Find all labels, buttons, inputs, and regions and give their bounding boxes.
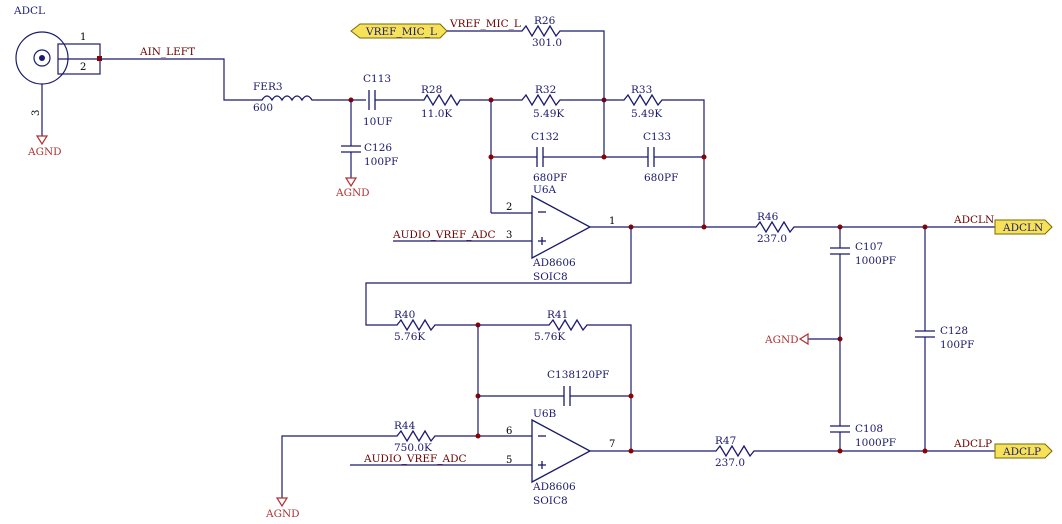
resistor-r32: R32 5.49K	[516, 84, 575, 120]
svg-text:7: 7	[609, 439, 615, 450]
svg-text:100PF: 100PF	[364, 156, 398, 168]
svg-text:R32: R32	[535, 84, 556, 96]
svg-text:C132: C132	[531, 131, 559, 143]
svg-text:6: 6	[506, 426, 512, 437]
ferrite-fer3: FER3 600	[252, 81, 318, 114]
svg-text:C128: C128	[940, 325, 968, 337]
svg-text:237.0: 237.0	[757, 233, 787, 245]
svg-text:R41: R41	[547, 309, 568, 321]
svg-text:R46: R46	[757, 211, 779, 223]
svg-text:AGND: AGND	[764, 334, 799, 346]
svg-text:U6A: U6A	[533, 184, 557, 196]
svg-text:U6B: U6B	[533, 408, 557, 420]
resistor-r40: R40 5.76K	[393, 309, 440, 343]
svg-text:R44: R44	[394, 420, 416, 432]
svg-text:1000PF: 1000PF	[855, 255, 896, 267]
svg-text:3: 3	[506, 230, 512, 241]
capacitor-c133: C133 680PF	[643, 131, 678, 184]
svg-text:C113: C113	[363, 73, 391, 85]
port-adclp: ADCLP	[994, 443, 1053, 459]
resistor-r26: R26 301.0	[518, 15, 565, 49]
capacitor-c113: C113 10UF	[363, 73, 393, 128]
svg-text:120PF: 120PF	[575, 369, 609, 381]
svg-text:1000PF: 1000PF	[855, 437, 896, 449]
connector-ref: ADCL	[13, 5, 45, 17]
svg-text:680PF: 680PF	[644, 172, 678, 184]
svg-text:100PF: 100PF	[940, 339, 974, 351]
capacitor-c128: C128 100PF	[915, 227, 974, 451]
svg-text:C107: C107	[855, 241, 883, 253]
svg-text:AGND: AGND	[265, 508, 300, 520]
svg-text:5.49K: 5.49K	[631, 108, 662, 120]
svg-text:1: 1	[80, 32, 86, 43]
svg-text:3: 3	[31, 110, 42, 116]
port-adcln: ADCLN	[994, 219, 1053, 235]
svg-text:2: 2	[506, 202, 512, 213]
svg-text:ADCLN: ADCLN	[1002, 222, 1043, 234]
resistor-r46: R46 237.0	[752, 211, 800, 245]
opamp-u6a: U6A AD8606 SOIC8 2 3 1	[506, 184, 615, 283]
svg-text:1: 1	[609, 216, 615, 227]
svg-text:AD8606: AD8606	[532, 481, 576, 493]
net-audio-vref-adc-a: AUDIO_VREF_ADC	[392, 229, 496, 241]
svg-text:5.76K: 5.76K	[394, 331, 425, 343]
svg-text:5: 5	[506, 455, 512, 466]
capacitor-c107: C107 1000PF	[830, 227, 896, 426]
svg-text:ADCLP: ADCLP	[1002, 446, 1041, 458]
resistor-r41: R41 5.76K	[534, 309, 592, 343]
svg-text:R26: R26	[534, 15, 556, 27]
svg-text:750.0K: 750.0K	[394, 442, 432, 454]
svg-text:AGND: AGND	[335, 187, 370, 199]
svg-text:C138: C138	[547, 369, 575, 381]
capacitor-c108: C108 1000PF	[830, 423, 896, 451]
svg-text:600: 600	[253, 102, 273, 114]
svg-text:FER3: FER3	[253, 81, 283, 93]
svg-text:680PF: 680PF	[533, 172, 567, 184]
svg-text:2: 2	[80, 62, 86, 73]
svg-text:11.0K: 11.0K	[421, 108, 452, 120]
resistor-r44: R44 750.0K	[393, 420, 440, 454]
capacitor-c132: C132 680PF	[531, 131, 567, 184]
net-audio-vref-adc-b: AUDIO_VREF_ADC	[363, 453, 467, 465]
capacitor-c126: AGND C126 100PF	[335, 100, 398, 199]
svg-text:10UF: 10UF	[363, 116, 393, 128]
net-adcln: ADCLN	[953, 214, 994, 226]
svg-text:5.49K: 5.49K	[533, 108, 564, 120]
svg-text:R40: R40	[394, 309, 415, 321]
agnd-label: AGND	[27, 146, 62, 158]
resistor-r47: R47 237.0	[712, 435, 760, 469]
svg-text:AD8606: AD8606	[532, 257, 576, 269]
svg-text:C108: C108	[855, 423, 883, 435]
net-ain-left: AIN_LEFT	[139, 46, 195, 58]
port-vref-mic-l: VREF_MIC_L VREF_MIC_L	[350, 18, 521, 39]
opamp-u6b: U6B AD8606 SOIC8 6 5 7	[506, 408, 615, 507]
svg-text:5.76K: 5.76K	[534, 331, 565, 343]
capacitor-c138: C138 120PF	[547, 369, 609, 406]
svg-text:301.0: 301.0	[532, 37, 562, 49]
connector-adcl: ADCL 1 2 3 AGND	[13, 5, 101, 158]
net-adclp: ADCLP	[953, 438, 992, 450]
resistor-r33: R33 5.49K	[618, 84, 672, 120]
svg-text:R47: R47	[715, 435, 736, 447]
svg-text:SOIC8: SOIC8	[533, 271, 568, 283]
svg-text:C133: C133	[643, 131, 671, 143]
svg-text:VREF_MIC_L: VREF_MIC_L	[365, 26, 437, 38]
resistor-r28: R28 11.0K	[418, 84, 466, 120]
svg-text:C126: C126	[364, 142, 392, 154]
svg-text:R33: R33	[631, 84, 652, 96]
svg-text:237.0: 237.0	[715, 457, 745, 469]
svg-text:SOIC8: SOIC8	[533, 495, 568, 507]
svg-text:R28: R28	[421, 84, 442, 96]
svg-text:VREF_MIC_L: VREF_MIC_L	[449, 18, 521, 30]
